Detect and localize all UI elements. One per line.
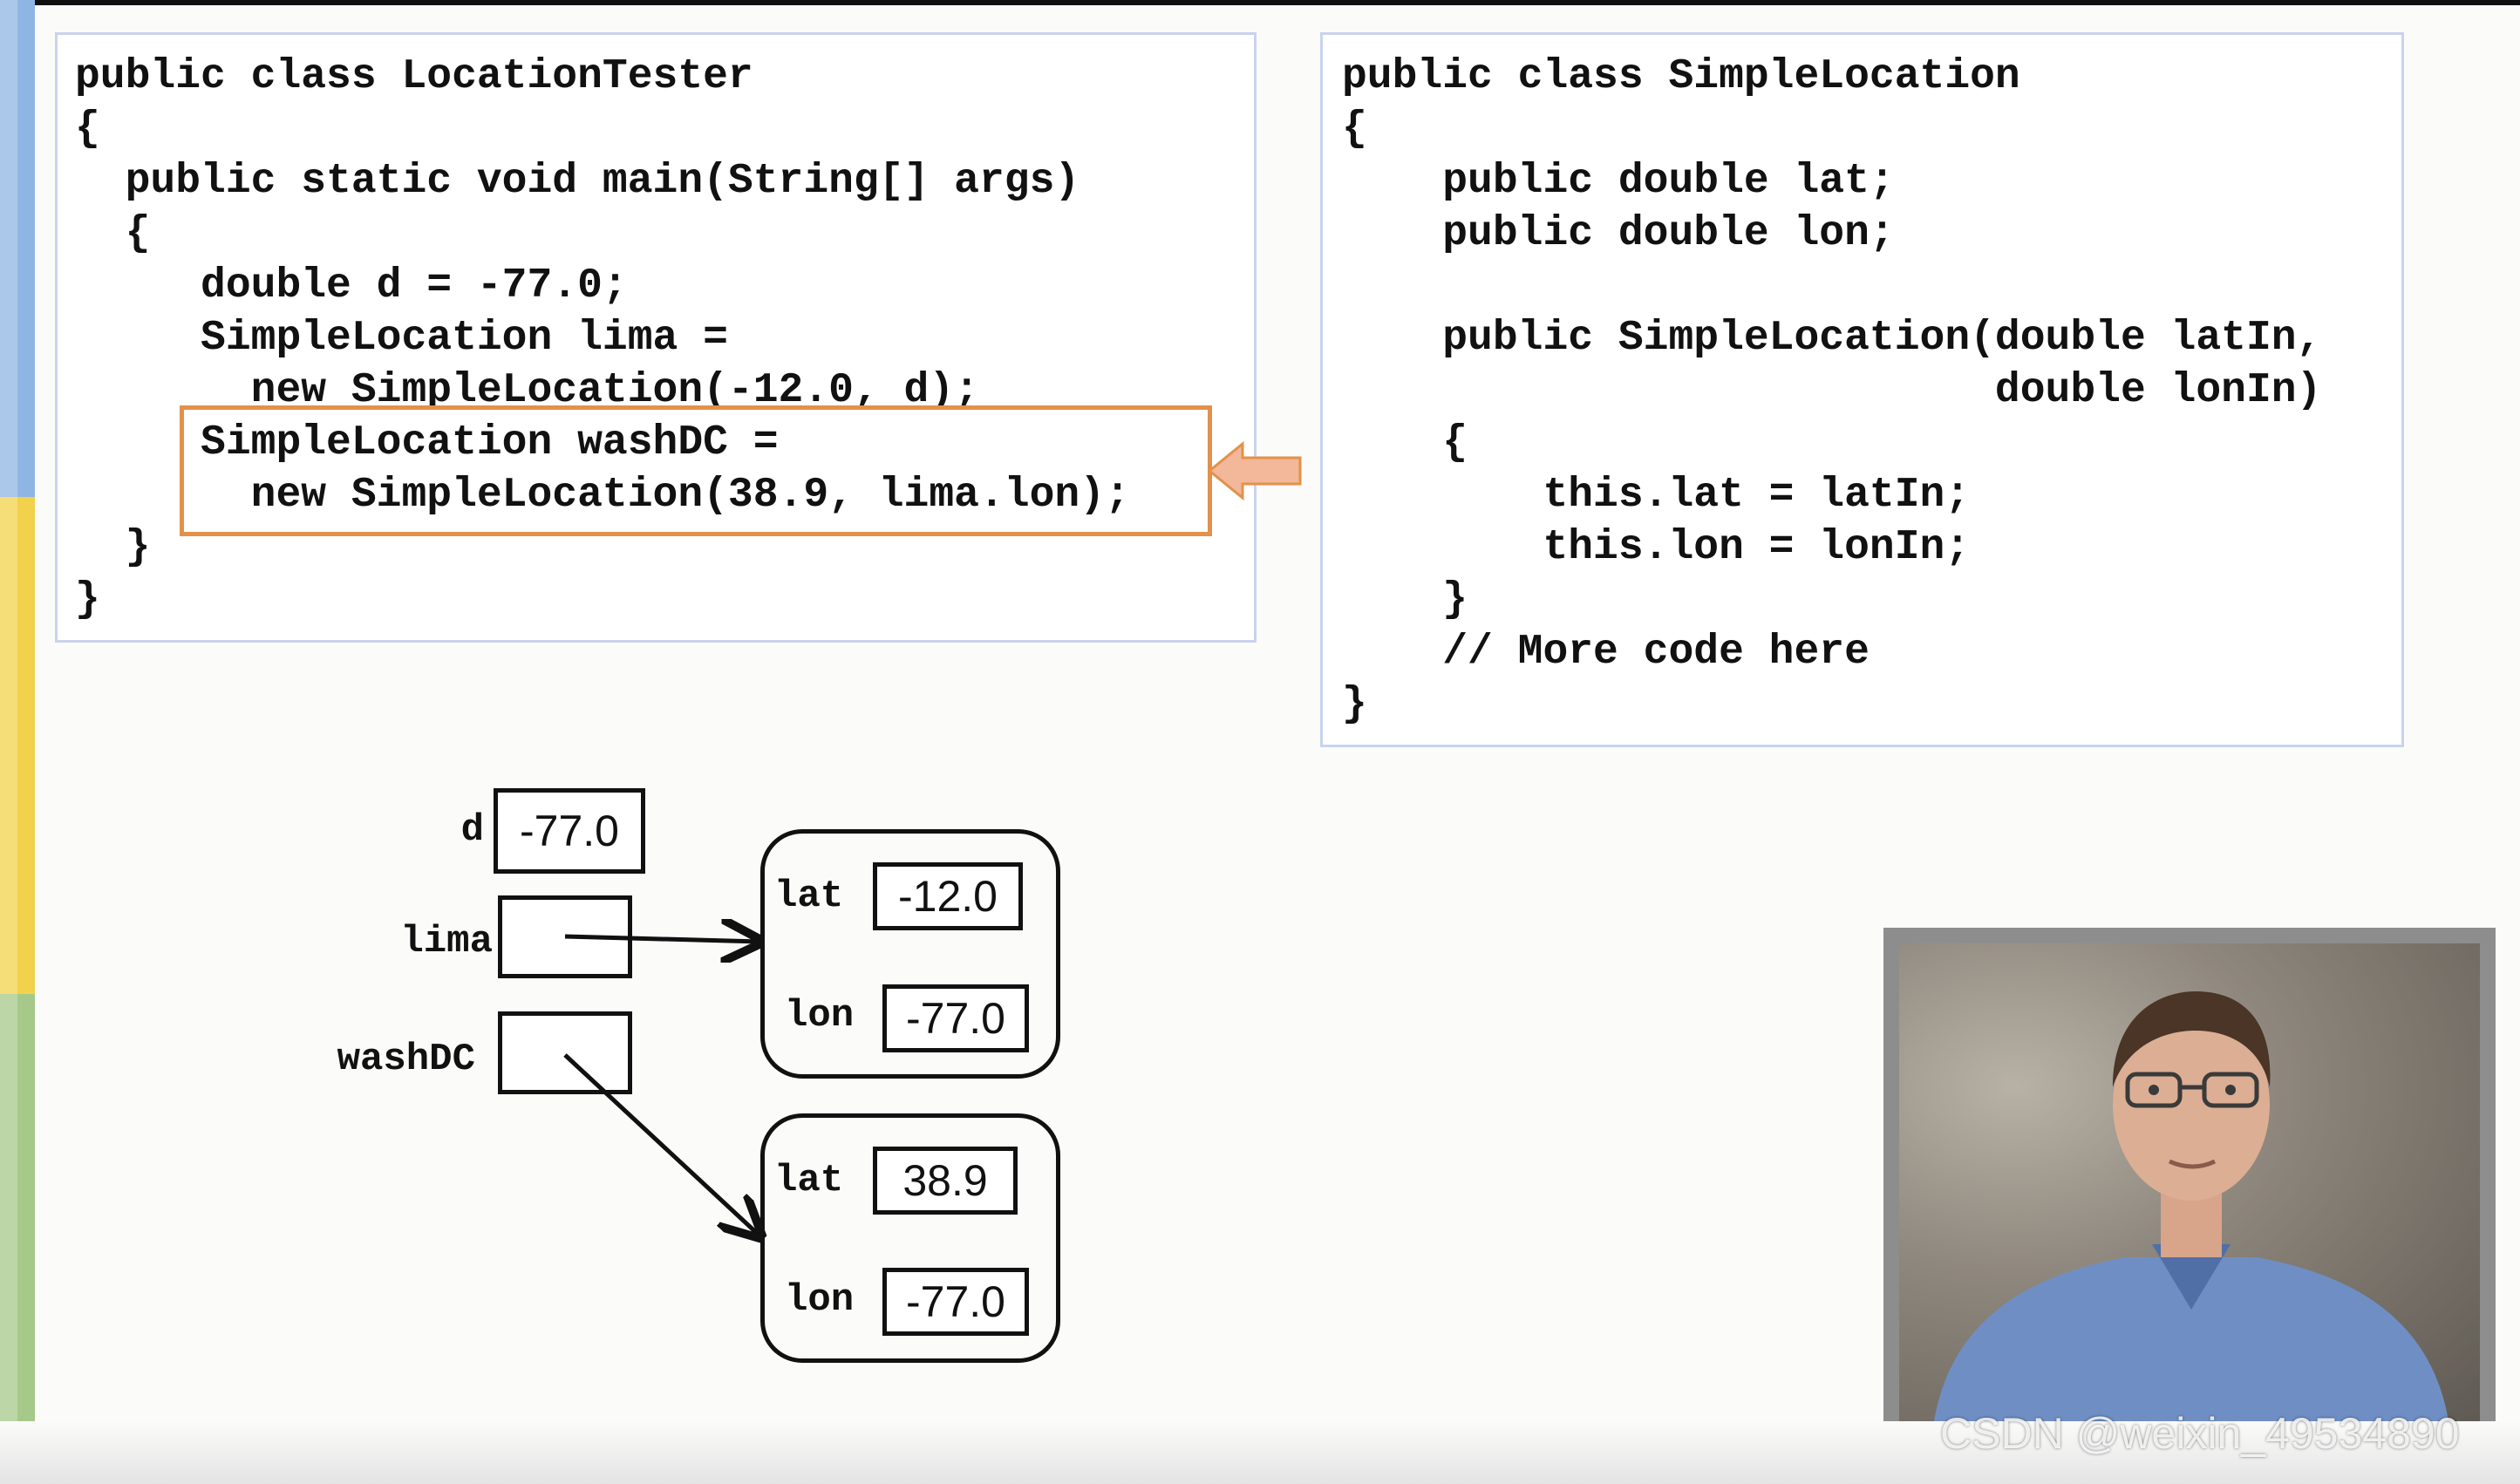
code-line: // More code here xyxy=(1342,629,1870,676)
code-line: SimpleLocation washDC = xyxy=(75,419,779,466)
var-label-washdc: washDC xyxy=(337,1038,475,1081)
side-stripe-shade xyxy=(0,0,17,1484)
simple-location-code-box: public class SimpleLocation { public dou… xyxy=(1320,32,2404,747)
code-line: double d = -77.0; xyxy=(75,262,628,310)
d-value-cell: -77.0 xyxy=(494,788,645,874)
presenter-video-inset xyxy=(1883,928,2496,1437)
code-line: public class SimpleLocation xyxy=(1342,53,2020,100)
var-label-d: d xyxy=(460,808,484,852)
obj1-lat-cell: -12.0 xyxy=(873,862,1023,930)
lima-arrow xyxy=(564,936,760,942)
presenter-illustration xyxy=(1934,991,2448,1421)
location-tester-code-box: public class LocationTester { public sta… xyxy=(55,32,1257,643)
obj2-lon-cell: -77.0 xyxy=(882,1268,1029,1336)
obj1-lat-label: lat xyxy=(774,875,844,918)
code-line: { xyxy=(75,106,100,153)
bottom-fade xyxy=(0,1421,2520,1484)
code-line: public class LocationTester xyxy=(75,53,753,100)
csdn-watermark: CSDN @weixin_49534890 xyxy=(1940,1409,2460,1458)
code-line: { xyxy=(1342,106,1367,153)
code-line: } xyxy=(75,524,151,571)
code-line: } xyxy=(1342,681,1367,728)
obj1-lon-label: lon xyxy=(785,994,855,1038)
code-line: this.lat = latIn; xyxy=(1342,472,1971,519)
obj1-lon-cell: -77.0 xyxy=(882,984,1029,1052)
code-line: } xyxy=(75,576,100,623)
code-line: public double lat; xyxy=(1342,158,1895,205)
side-stripe-yellow xyxy=(0,497,35,994)
code-line: this.lon = lonIn; xyxy=(1342,524,1971,571)
obj2-lat-label: lat xyxy=(774,1159,844,1202)
var-label-lima: lima xyxy=(400,920,493,963)
washdc-arrow xyxy=(563,1053,760,1236)
obj2-lat-cell: 38.9 xyxy=(873,1147,1018,1215)
code-line: double lonIn) xyxy=(1342,367,2322,414)
side-stripe-green xyxy=(0,994,35,1484)
code-line: new SimpleLocation(38.9, lima.lon); xyxy=(75,472,1130,519)
code-line: public SimpleLocation(double latIn, xyxy=(1342,315,2322,362)
pointer-arrow-icon xyxy=(1208,440,1302,501)
obj2-lon-label: lon xyxy=(785,1278,855,1322)
top-border xyxy=(0,0,2520,5)
code-line: } xyxy=(1342,576,1468,623)
code-line: SimpleLocation lima = xyxy=(75,315,728,362)
code-line: public static void main(String[] args) xyxy=(75,158,1080,205)
code-line: { xyxy=(1342,419,1468,466)
code-line: { xyxy=(75,210,151,257)
presenter-video xyxy=(1899,943,2480,1421)
side-stripe-blue xyxy=(0,0,35,497)
washdc-reference-cell xyxy=(498,1011,632,1094)
code-line: public double lon; xyxy=(1342,210,1895,257)
